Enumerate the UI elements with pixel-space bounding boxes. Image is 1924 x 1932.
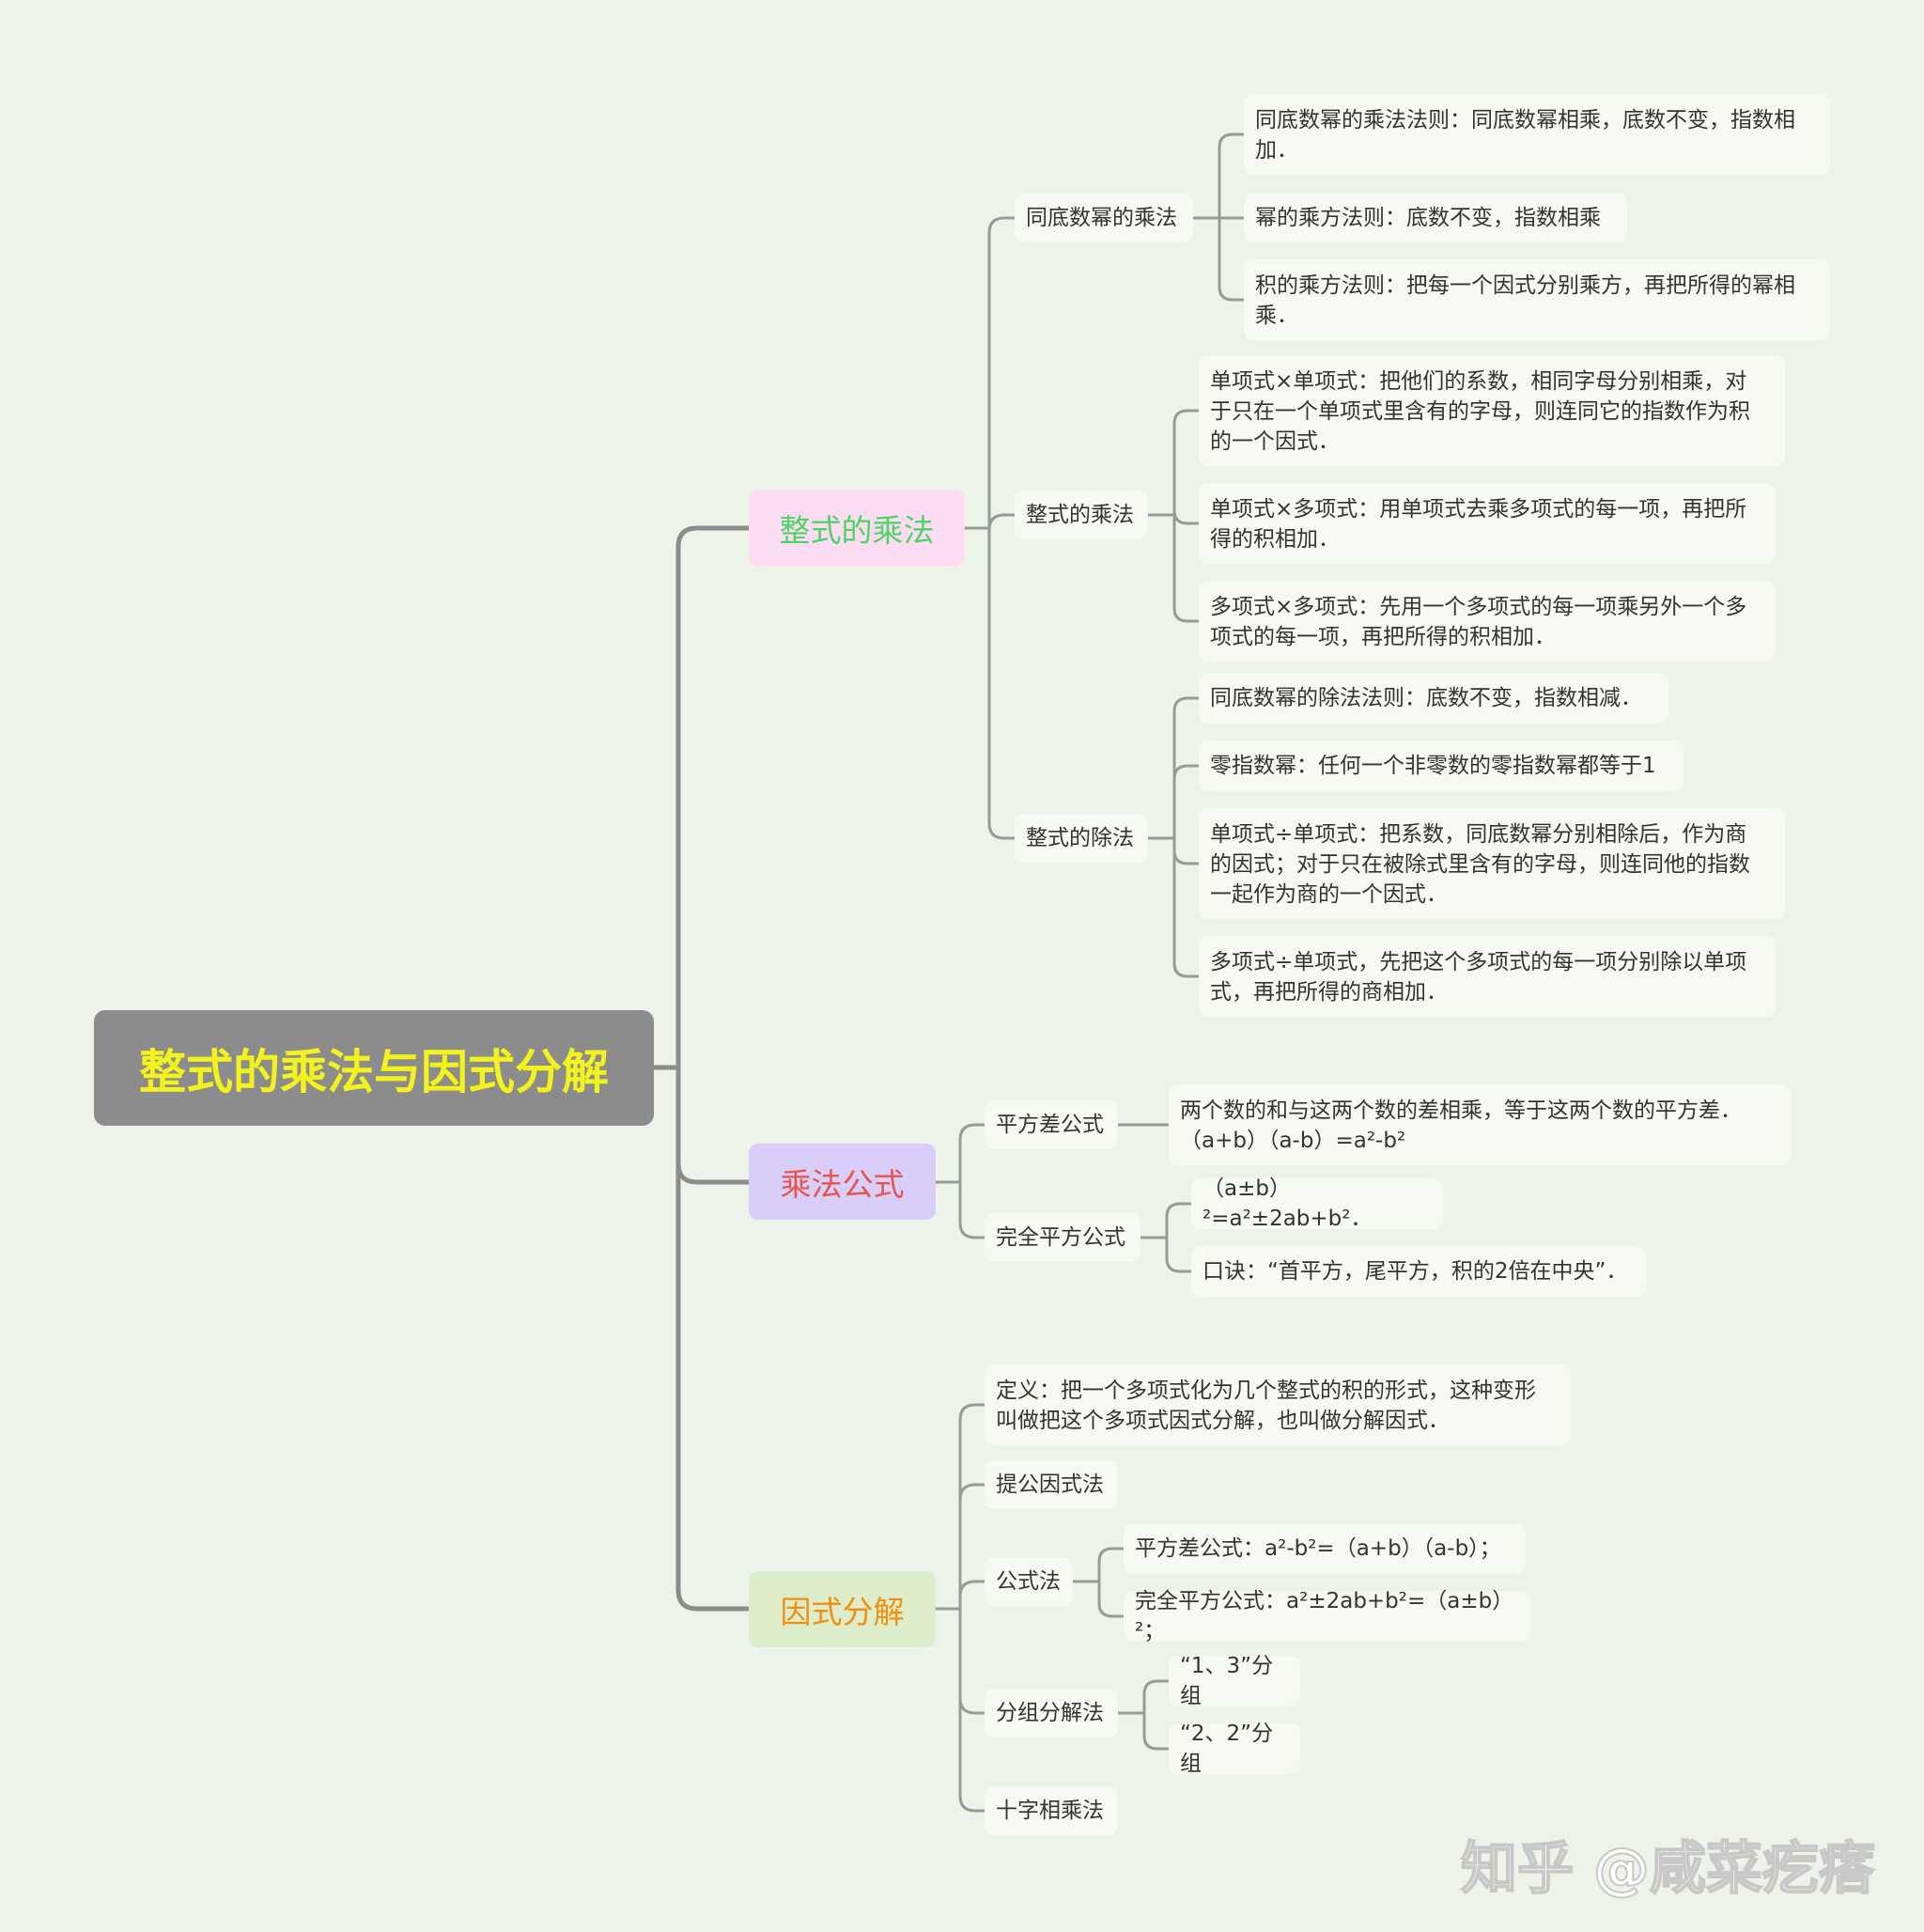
watermark: 知乎 @咸菜疙瘩 bbox=[1460, 1835, 1876, 1903]
branch-multiplication-formulas: 乘法公式 bbox=[749, 1144, 936, 1220]
rule-poly-div-mono: 多项式÷单项式，先把这个多项式的每一项分别除以单项式，再把所得的商相加． bbox=[1199, 936, 1776, 1017]
connector bbox=[1172, 509, 1201, 525]
root-topic: 整式的乘法与因式分解 bbox=[94, 1010, 654, 1126]
topic-polynomial-mult: 整式的乘法 bbox=[1015, 491, 1148, 539]
formula-perfect-square: （a±b）²=a²±2ab+b²． bbox=[1191, 1176, 1443, 1231]
rule-mono-times-poly: 单项式×多项式：用单项式去乘多项式的每一项，再把所得的积相加． bbox=[1199, 483, 1776, 564]
formula-perfect-square-factor: 完全平方公式：a²±2ab+b²=（a±b）²； bbox=[1124, 1589, 1531, 1644]
branch-multiplication: 整式的乘法 bbox=[749, 490, 965, 566]
rule-power-of-product: 积的乘方法则：把每一个因式分别乘方，再把所得的幂相乘． bbox=[1244, 259, 1830, 340]
connector bbox=[675, 1065, 752, 1612]
rule-mono-div-mono: 单项式÷单项式：把系数，同底数幂分别相除后，作为商的因式；对于只在被除式里含有的… bbox=[1199, 808, 1785, 919]
connector bbox=[958, 1580, 986, 1611]
connector bbox=[958, 1403, 986, 1611]
rule-zero-exponent: 零指数幂：任何一个非零数的零指数幂都等于1 bbox=[1199, 740, 1684, 791]
connector bbox=[987, 513, 1016, 531]
connector bbox=[987, 216, 1016, 530]
branch-factorization: 因式分解 bbox=[749, 1571, 936, 1647]
connector bbox=[1218, 216, 1246, 302]
topic-difference-of-squares: 平方差公式 bbox=[985, 1100, 1118, 1149]
formula-diff-squares-factor: 平方差公式：a²-b²=（a+b）（a-b）； bbox=[1124, 1523, 1526, 1574]
connector bbox=[958, 1180, 986, 1239]
connector bbox=[958, 1607, 986, 1715]
connector bbox=[958, 1123, 986, 1184]
connector bbox=[675, 525, 752, 1070]
connector bbox=[1165, 1202, 1193, 1239]
connector bbox=[987, 526, 1016, 840]
topic-perfect-square: 完全平方公式 bbox=[985, 1213, 1140, 1262]
connector bbox=[1172, 513, 1201, 623]
topic-same-base-power-mult: 同底数幂的乘法 bbox=[1015, 194, 1193, 242]
connector bbox=[675, 1065, 752, 1185]
connector bbox=[1097, 1547, 1125, 1583]
connector bbox=[1142, 1679, 1171, 1715]
rule-power-of-power: 幂的乘方法则：底数不变，指数相乘 bbox=[1244, 193, 1627, 243]
rule-same-base-division: 同底数幂的除法法则：底数不变，指数相减． bbox=[1199, 673, 1668, 724]
connector bbox=[1172, 696, 1201, 840]
method-common-factor: 提公因式法 bbox=[985, 1460, 1118, 1509]
grouping-2-2: “2、2”分组 bbox=[1169, 1722, 1300, 1776]
method-cross-multiplication: 十字相乘法 bbox=[985, 1786, 1118, 1835]
connector bbox=[1165, 1236, 1193, 1273]
factorization-definition: 定义：把一个多项式化为几个整式的积的形式，这种变形叫做把这个多项式因式分解，也叫… bbox=[985, 1364, 1571, 1445]
connector bbox=[958, 1483, 986, 1611]
grouping-1-3: “1、3”分组 bbox=[1169, 1654, 1300, 1708]
connector bbox=[1218, 132, 1246, 220]
topic-polynomial-division: 整式的除法 bbox=[1015, 814, 1148, 863]
rule-same-base-mult: 同底数幂的乘法法则：同底数幂相乘，底数不变，指数相加． bbox=[1244, 94, 1830, 175]
rule-poly-times-poly: 多项式×多项式：先用一个多项式的每一项乘另外一个多项式的每一项，再把所得的积相加… bbox=[1199, 581, 1776, 662]
method-grouping: 分组分解法 bbox=[985, 1689, 1118, 1737]
rule-difference-of-squares: 两个数的和与这两个数的差相乘，等于这两个数的平方差．（a+b）（a-b）=a²-… bbox=[1169, 1084, 1791, 1165]
connector bbox=[1142, 1711, 1171, 1751]
connector bbox=[1172, 836, 1201, 865]
method-formula: 公式法 bbox=[985, 1557, 1073, 1606]
connector bbox=[1172, 409, 1201, 517]
mnemonic-perfect-square: 口诀：“首平方，尾平方，积的2倍在中央”． bbox=[1191, 1246, 1646, 1297]
connector bbox=[1172, 836, 1201, 978]
connector bbox=[1097, 1580, 1125, 1618]
connector bbox=[1172, 764, 1201, 840]
connector bbox=[958, 1607, 986, 1813]
rule-mono-times-mono: 单项式×单项式：把他们的系数，相同字母分别相乘，对于只在一个单项式里含有的字母，… bbox=[1199, 355, 1785, 466]
